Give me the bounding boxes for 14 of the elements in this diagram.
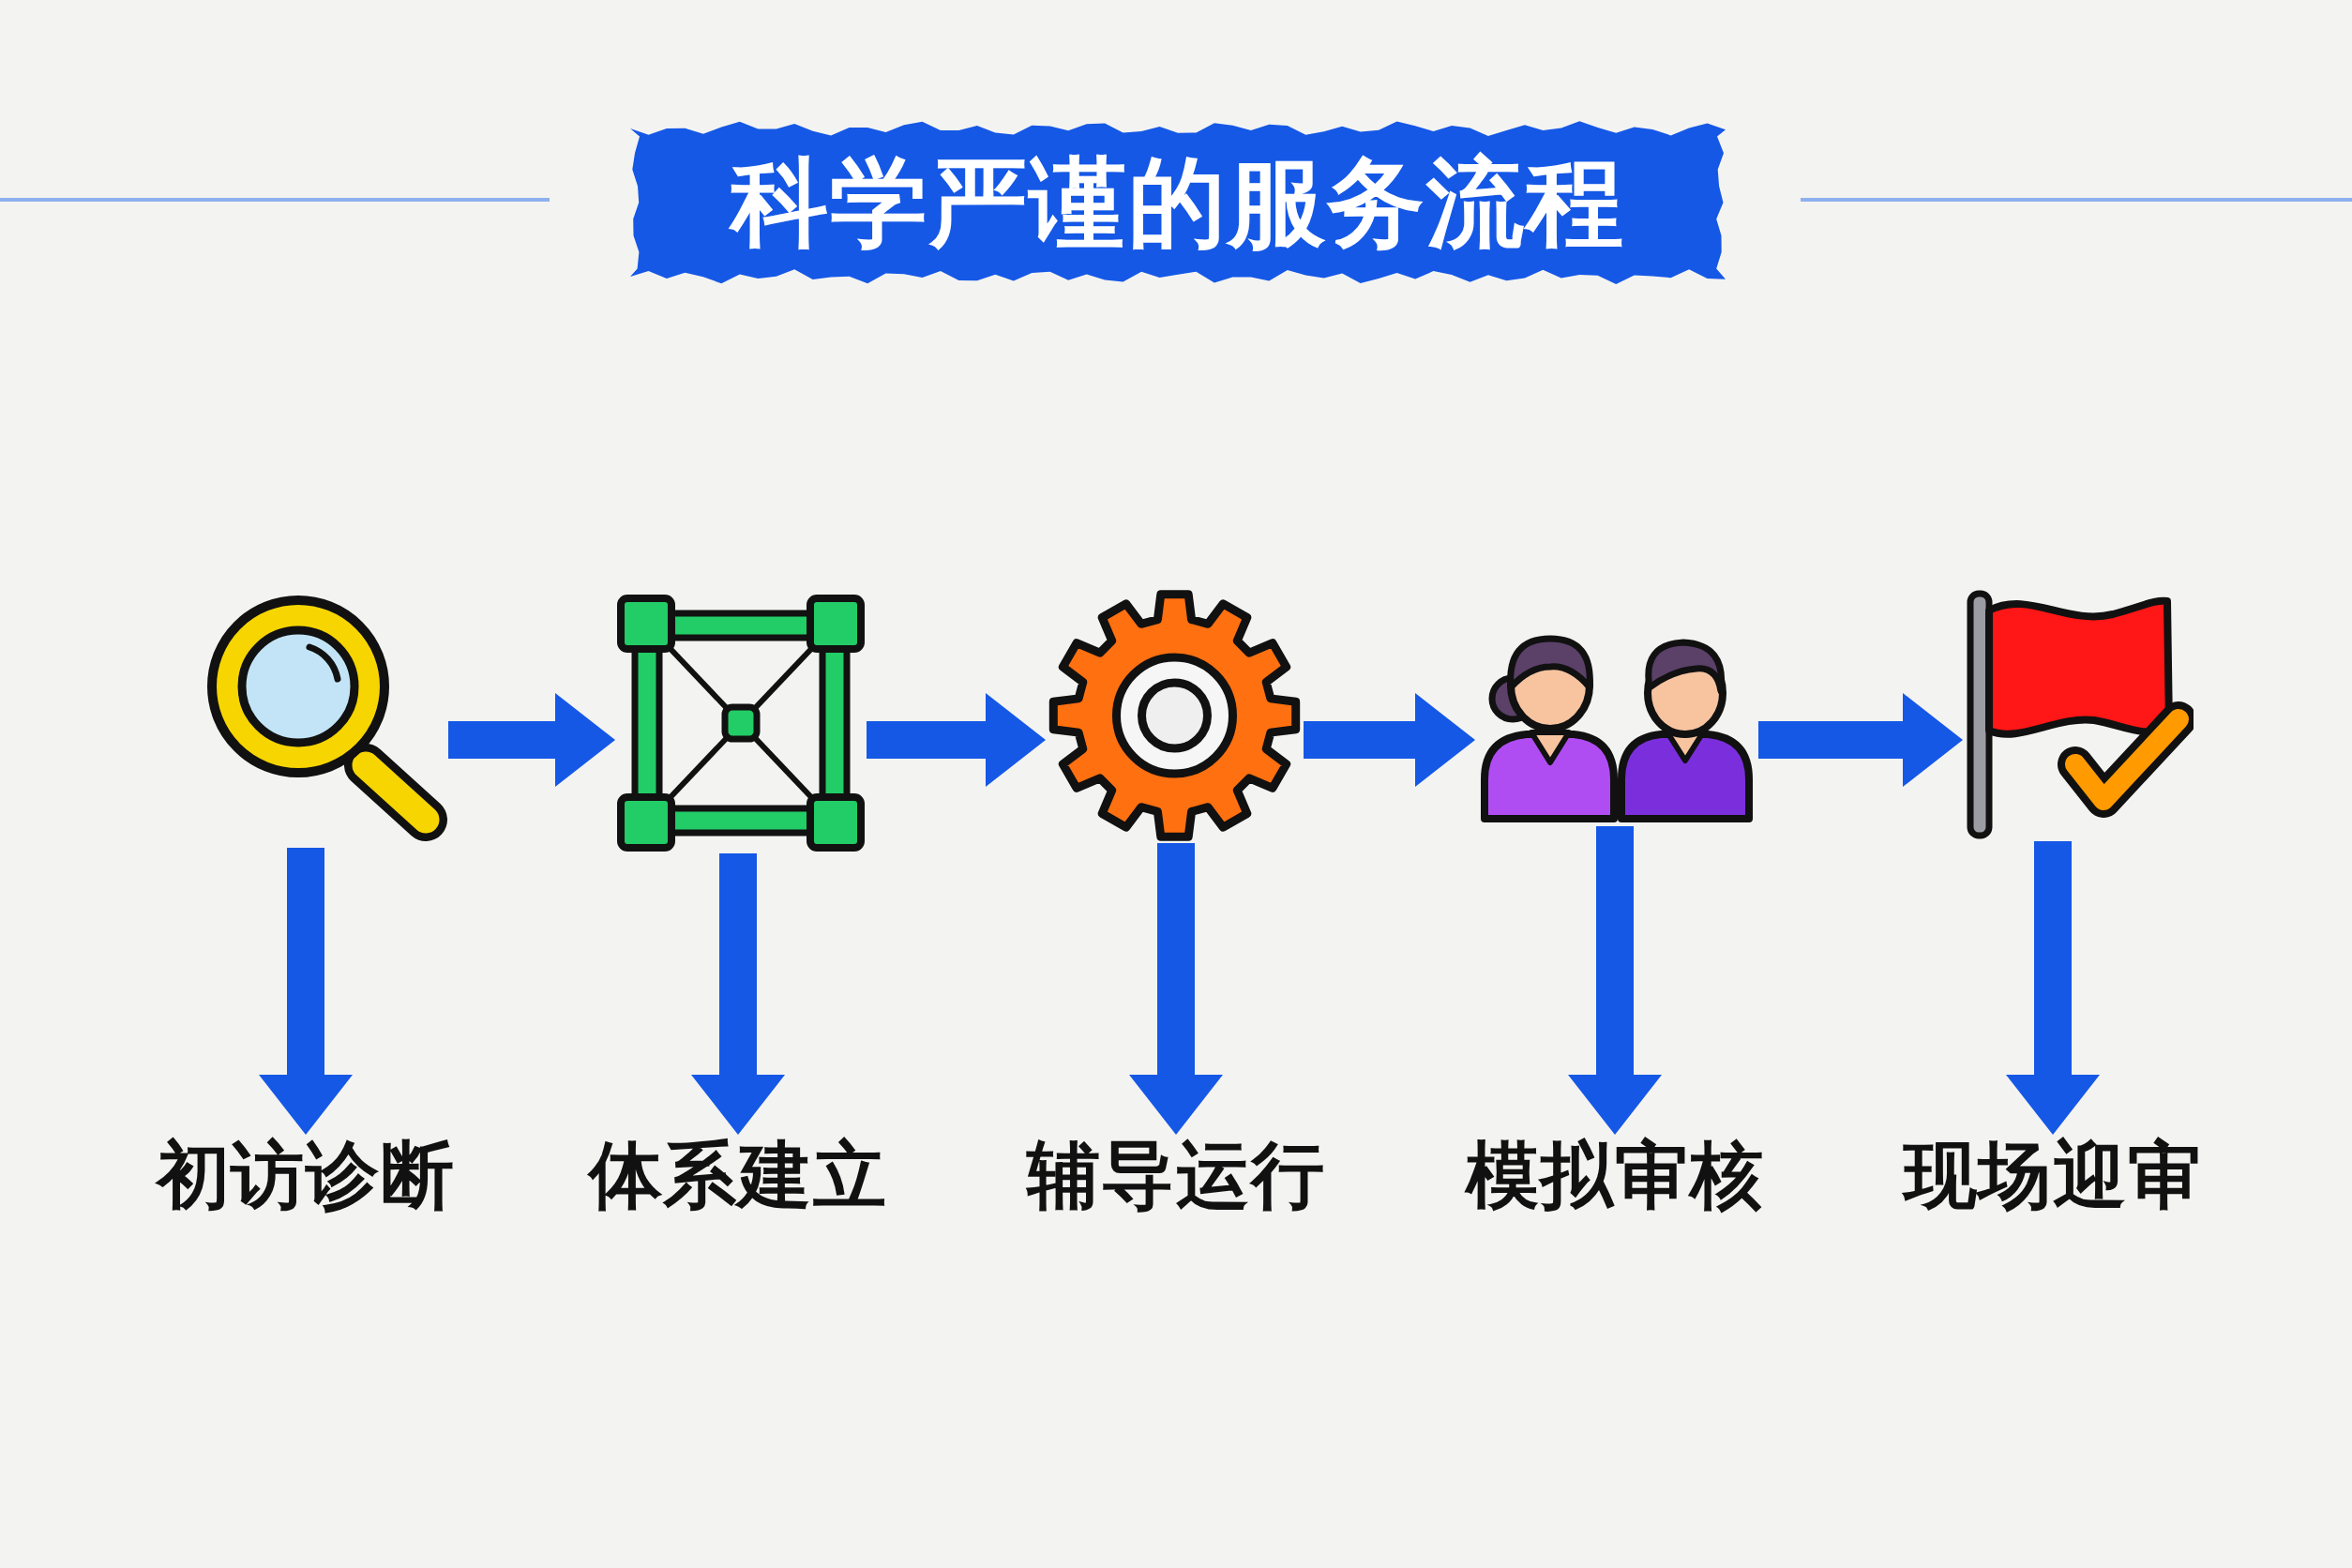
step-label: 现场迎审	[1903, 1135, 2203, 1215]
arrow	[1304, 693, 1475, 787]
arrow	[867, 693, 1046, 787]
arrow	[1129, 843, 1223, 1135]
step-label: 辅导运行	[1026, 1135, 1326, 1215]
arrow	[2006, 841, 2100, 1135]
arrow	[259, 848, 353, 1135]
step-label: 体系建立	[588, 1135, 888, 1215]
step-label: 初访诊断	[156, 1135, 456, 1215]
network-grid-icon	[615, 593, 867, 853]
arrow	[691, 853, 785, 1135]
step-label: 模拟审核	[1465, 1135, 1765, 1215]
arrow	[1568, 826, 1662, 1135]
arrow	[1758, 693, 1963, 787]
